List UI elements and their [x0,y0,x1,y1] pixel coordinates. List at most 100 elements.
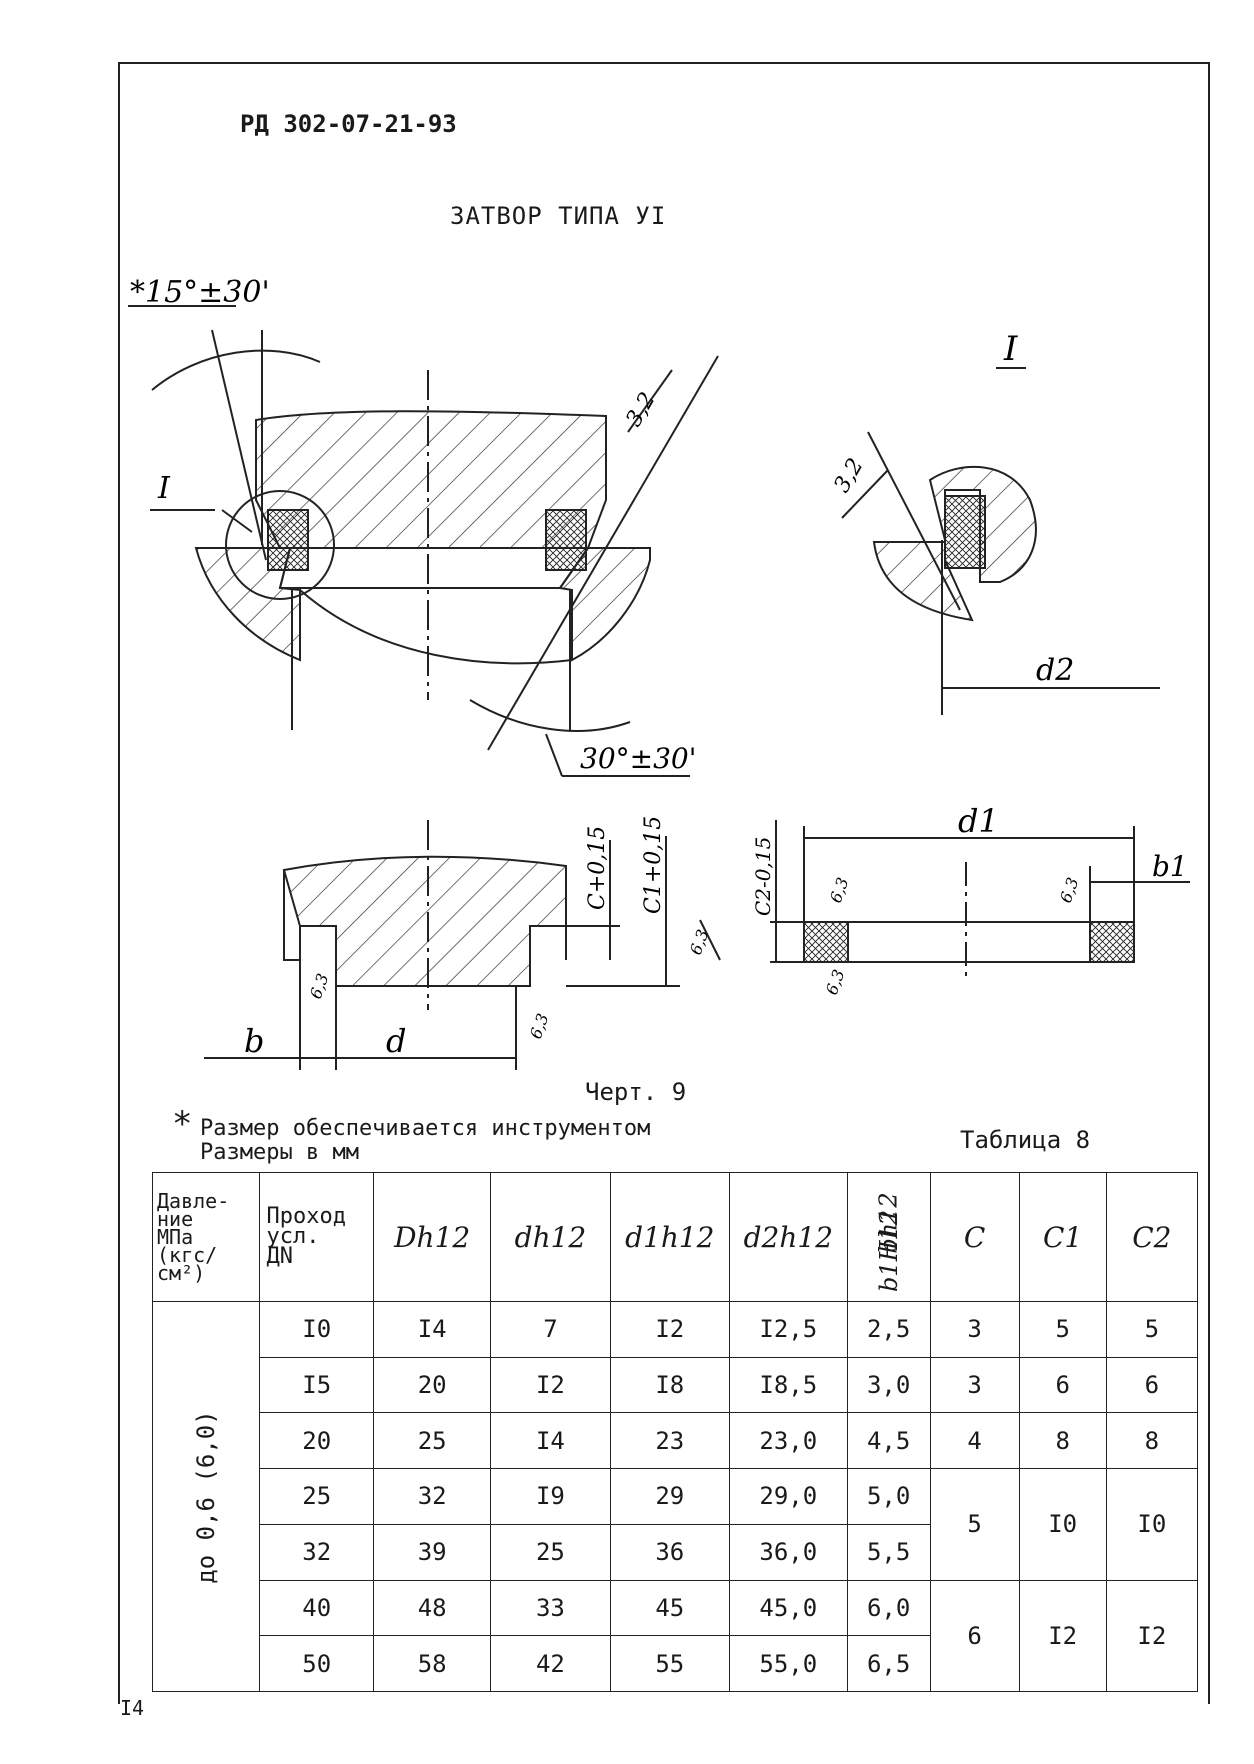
cell-C: 3 [929,1356,1020,1414]
header-C2-text: C2 [1132,1220,1172,1254]
header-C1: C1 [1018,1172,1107,1302]
cell-b: 6,5 [846,1635,931,1692]
cell-d1: 29 [609,1468,731,1525]
cell-D: 48 [373,1579,492,1637]
header-dn: Проход усл. ДN [259,1172,375,1302]
main-section-view [128,305,719,777]
cell-D: I4 [373,1301,492,1358]
angle-top-label: *15°±30' [130,275,270,310]
cell-d2: 23,0 [729,1412,848,1470]
header-d2: d2h12 [729,1172,848,1302]
header-d2-text: d2h12 [743,1220,834,1254]
cell-d1: 36 [609,1523,731,1581]
note-units: Размеры в мм [200,1140,359,1165]
dim-b-label: b [244,1022,264,1060]
cell-d1: I2 [609,1301,731,1358]
cell-d1: 45 [609,1579,731,1637]
cell-d: I4 [490,1412,611,1470]
cell-C2: I0 [1105,1468,1199,1581]
table-row: 25 32 I9 29 29,0 5,0 5 I0 I0 [153,1468,1199,1581]
header-dn-line: усл. [266,1224,320,1249]
dim-d2-label: d2 [1036,653,1074,688]
cell-C1: I2 [1018,1579,1107,1693]
table-header-row: Давле- ние МПа (кгс/см²) Проход усл. ДN … [151,1172,1199,1302]
header-b1-text: b1H12 [874,1209,903,1293]
cell-d: 33 [490,1579,611,1637]
cell-D: 58 [373,1635,492,1692]
document-code: РД 302-07-21-93 [240,110,457,138]
cell-C2: 8 [1105,1412,1199,1470]
header-pressure-line: МПа [157,1225,194,1249]
cell-C: 3 [929,1301,1020,1358]
seal-ring-view [770,820,1190,982]
cell-C2: 5 [1105,1301,1199,1358]
document-title: ЗАТВОР ТИПА УI [450,202,667,230]
dim-b1-label: b1 [1152,850,1188,883]
roughness-ring-bottom: 6,3 [822,967,849,997]
header-dn-line: ДN [266,1244,293,1269]
header-d: dh12 [490,1172,611,1302]
cell-d1: 23 [609,1412,731,1470]
header-b-b1: bh12 b1H12 [846,1172,931,1302]
roughness-ring-side: 6,3 [1056,875,1083,905]
cell-d: 7 [490,1301,611,1358]
header-D-text: Dh12 [394,1220,471,1254]
header-pressure-line: ние [157,1207,194,1231]
angle-bottom-label: 30°±30' [580,742,696,775]
detail-mark-label: I [157,471,171,506]
header-dn-line: Проход [266,1204,346,1229]
cell-d2: 45,0 [729,1579,848,1637]
table-label: Таблица 8 [960,1126,1091,1154]
pressure-value: до 0,6 (6,0) [192,1409,221,1584]
page-number: I4 [120,1696,145,1720]
header-d-text: dh12 [514,1220,587,1254]
cell-d: 25 [490,1523,611,1581]
cell-dn: 40 [259,1579,375,1637]
dim-c1-label: C1+0,15 [641,816,666,914]
cell-b: 2,5 [846,1301,931,1358]
cell-d1: 55 [609,1635,731,1692]
dim-c2-label: C2-0,15 [751,837,775,916]
cell-C2: I2 [1105,1579,1199,1693]
cell-dn: 20 [259,1412,375,1470]
cell-b: 5,0 [846,1468,931,1525]
cell-d2: I8,5 [729,1356,848,1414]
table-row: 50 58 42 55 55,0 6,5 [153,1635,1198,1692]
plug-view [204,820,721,1070]
cell-D: 32 [373,1468,492,1525]
header-pressure: Давле- ние МПа (кгс/см²) [151,1172,261,1302]
dim-c-label: C+0,15 [585,826,610,910]
table-row: 32 39 25 36 36,0 5,5 [153,1523,1198,1581]
dim-d1-label: d1 [958,802,999,840]
cell-d2: I2,5 [729,1301,848,1358]
cell-b: 6,0 [846,1579,931,1637]
cell-b: 4,5 [846,1412,931,1470]
cell-dn: 50 [259,1635,375,1692]
cell-C1: I0 [1018,1468,1107,1581]
note-star: * [172,1104,193,1144]
cell-C1: 5 [1018,1301,1107,1358]
roughness-side: 6,3 [686,927,713,957]
header-d1: d1h12 [609,1172,731,1302]
cell-C: 5 [929,1468,1020,1581]
header-d1-text: d1h12 [625,1220,715,1254]
cell-d2: 55,0 [729,1635,848,1692]
cell-d1: I8 [609,1356,731,1414]
cell-C2: 6 [1105,1356,1199,1414]
cell-b: 3,0 [846,1356,931,1414]
cell-dn: I0 [259,1301,375,1358]
cell-dn: I5 [259,1356,375,1414]
roughness-groove: 6,3 [306,971,333,1001]
header-pressure-line: Давле- [157,1189,230,1213]
cell-C1: 8 [1018,1412,1107,1470]
cell-D: 20 [373,1356,492,1414]
detail-view [841,431,1160,715]
cell-C: 4 [929,1412,1020,1470]
cell-dn: 32 [259,1523,375,1581]
page-frame [118,62,1210,1704]
roughness-base: 6,3 [526,1011,553,1041]
cell-C: 6 [929,1579,1020,1693]
pressure-cell: до 0,6 (6,0) [151,1301,261,1692]
dimensions-table: Давле- ние МПа (кгс/см²) Проход усл. ДN … [151,1172,1199,1693]
